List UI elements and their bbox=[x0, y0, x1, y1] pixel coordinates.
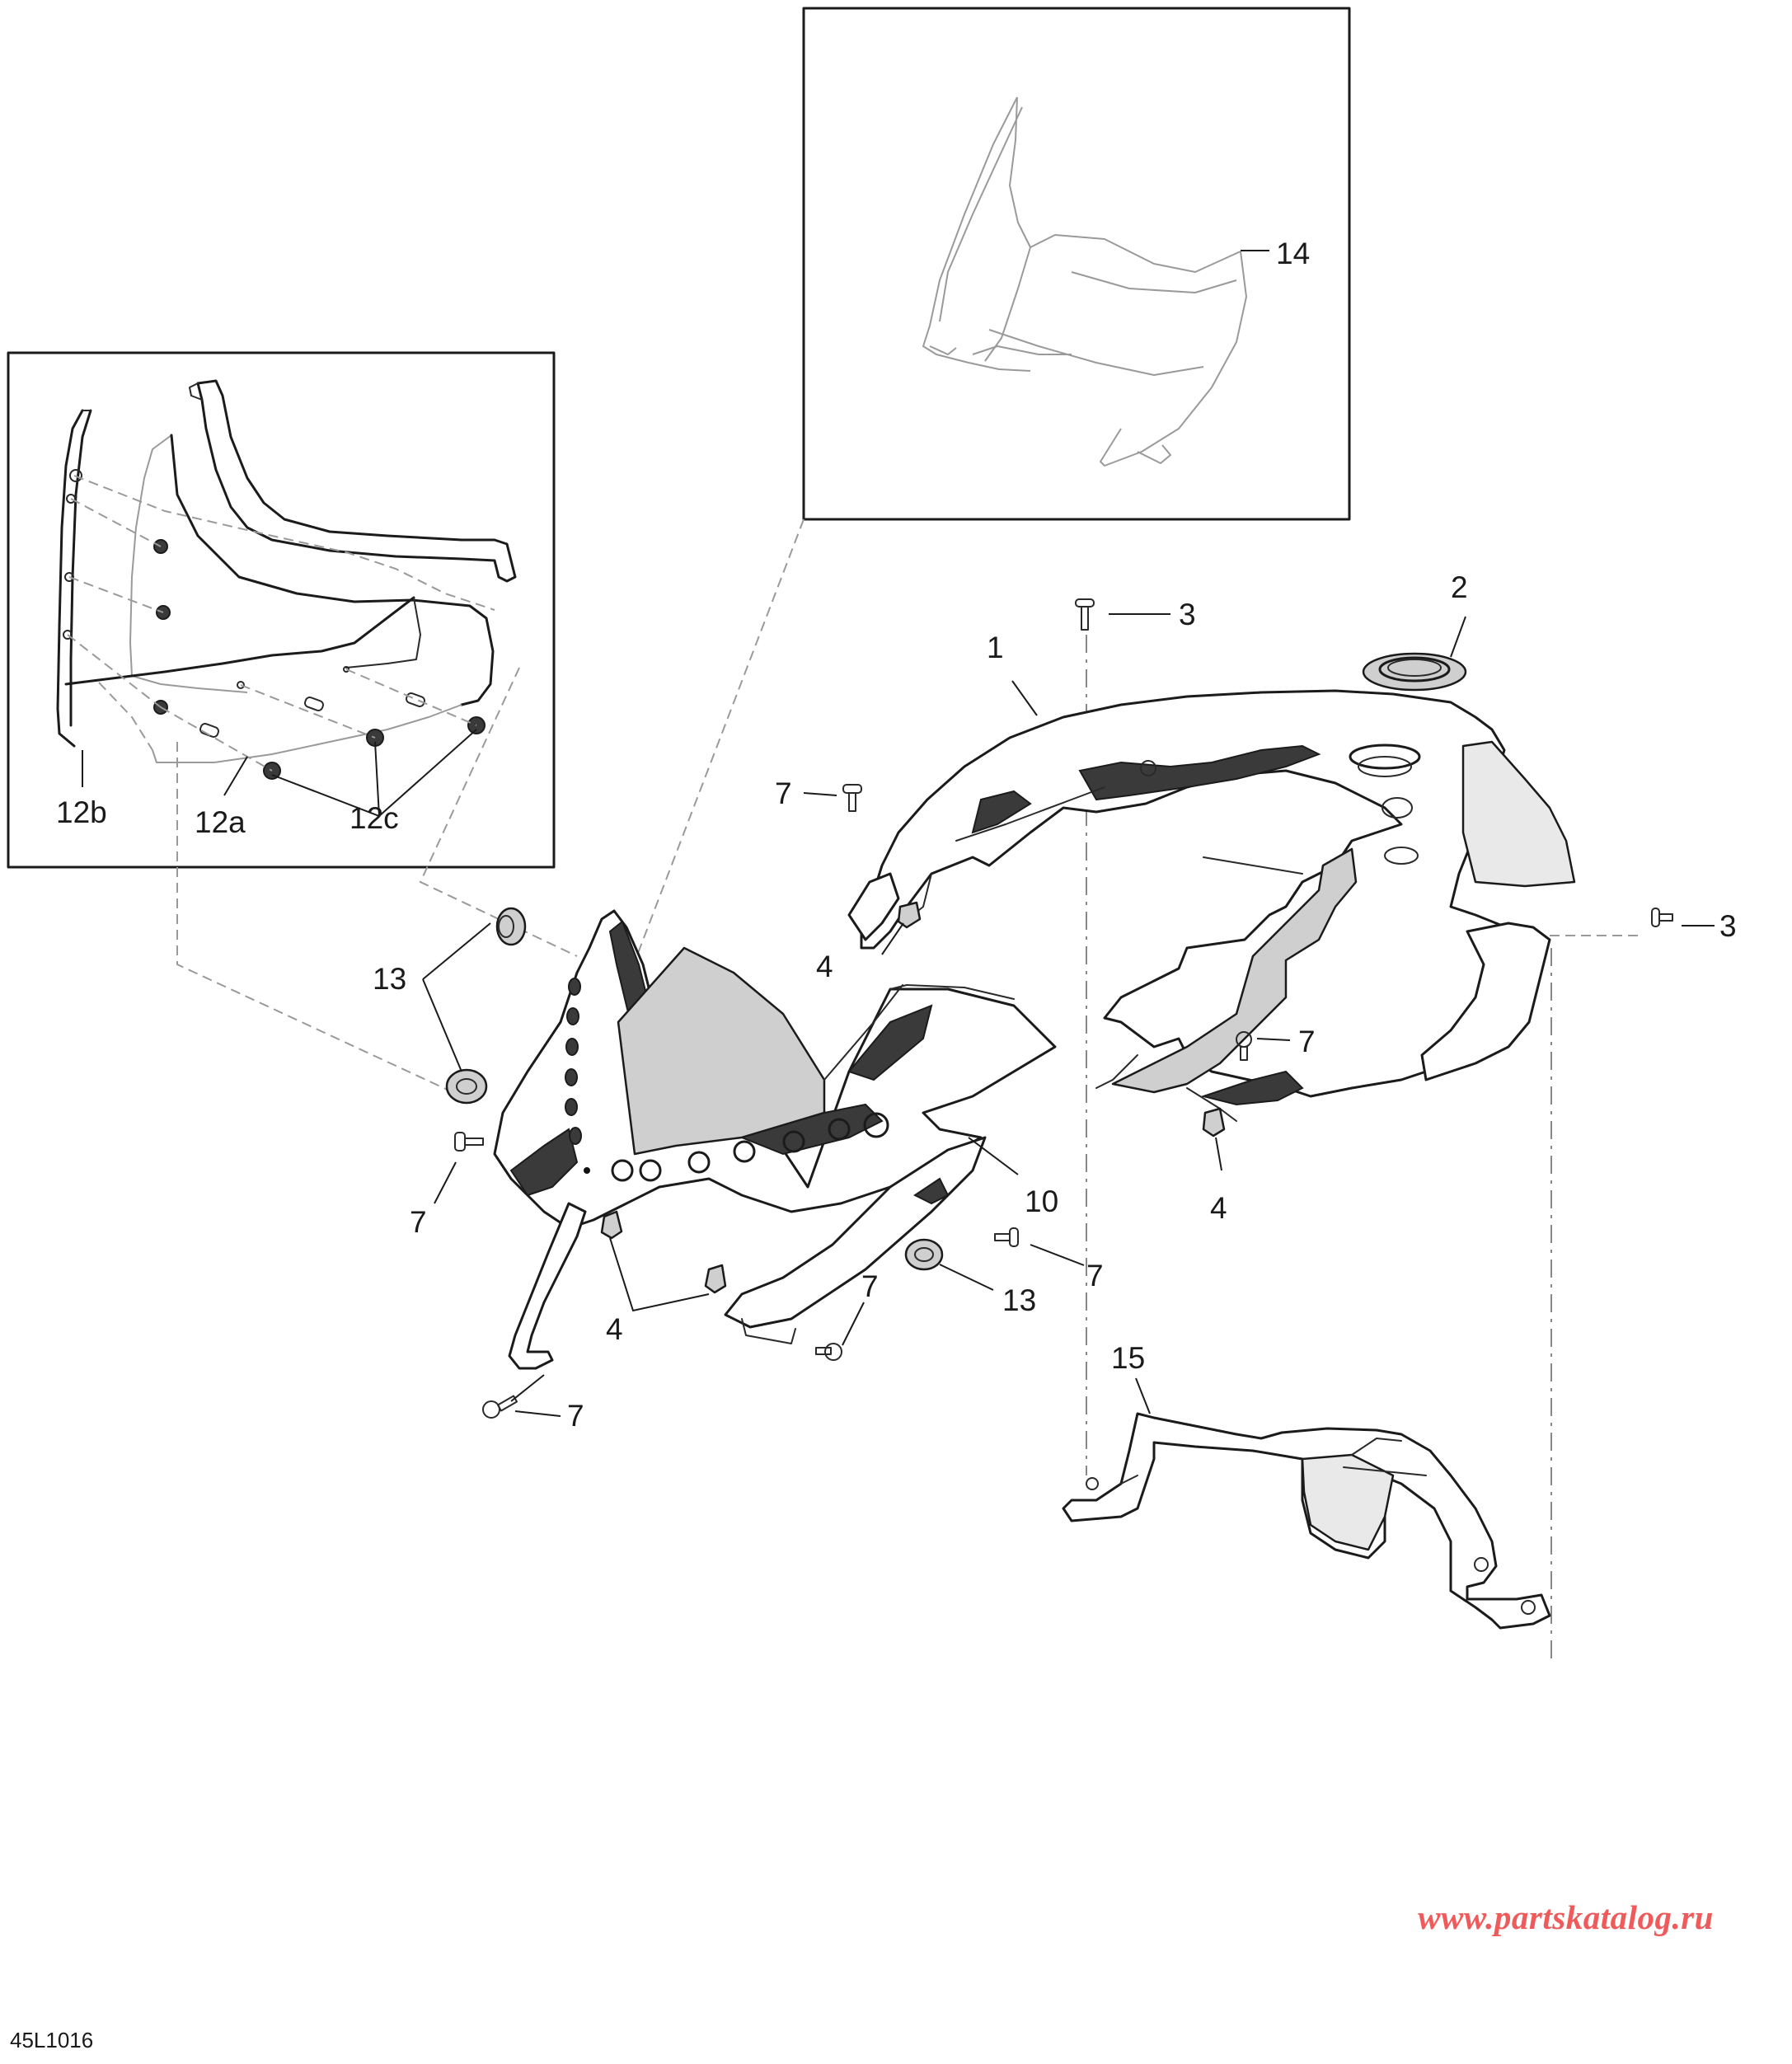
callout-7-d: 7 bbox=[1086, 1259, 1104, 1292]
screw-part-7-a bbox=[842, 784, 862, 812]
callout-1: 1 bbox=[987, 631, 1004, 664]
callout-12a: 12a bbox=[195, 805, 246, 839]
leader-2 bbox=[1450, 616, 1466, 658]
leader-12c-b bbox=[378, 729, 477, 817]
clip-part-4-right bbox=[1202, 1107, 1226, 1138]
side-panel-inset-frame bbox=[7, 351, 556, 869]
leader-13a-mid bbox=[422, 978, 462, 1072]
callout-12c: 12c bbox=[349, 801, 399, 835]
callout-12b: 12b bbox=[56, 795, 107, 829]
callout-3-right: 3 bbox=[1719, 909, 1737, 943]
callout-13-right: 13 bbox=[1002, 1283, 1036, 1317]
leader-12a bbox=[223, 756, 248, 796]
grommet-part-13-top bbox=[495, 907, 527, 946]
callout-15: 15 bbox=[1111, 1341, 1145, 1375]
grommet-part-13-mid bbox=[445, 1068, 488, 1105]
callout-13-left: 13 bbox=[373, 962, 406, 996]
windshield-part bbox=[922, 96, 1247, 467]
leader-7d bbox=[1030, 1244, 1085, 1266]
leader-4b bbox=[1215, 1137, 1222, 1171]
callout-4-right: 4 bbox=[1210, 1191, 1227, 1225]
grommets-12c bbox=[153, 539, 486, 780]
screw-part-7-f bbox=[482, 1395, 518, 1419]
grommet-part-13-right bbox=[904, 1238, 944, 1271]
leader-7f-upper bbox=[510, 1374, 545, 1402]
screw-part-3-right: 3 bbox=[1651, 908, 1737, 943]
nose-vent-holes bbox=[565, 978, 889, 1182]
leader-1 bbox=[1011, 680, 1038, 716]
callout-3-top: 3 bbox=[1179, 598, 1196, 631]
callout-7-e: 7 bbox=[861, 1269, 879, 1303]
leader-7f bbox=[514, 1410, 561, 1417]
callout-7-c: 7 bbox=[410, 1205, 427, 1239]
screw-part-3-top: 3 bbox=[1075, 598, 1196, 631]
leader-13a-top bbox=[422, 922, 491, 980]
leader-7b bbox=[1256, 1038, 1291, 1041]
callout-7-b: 7 bbox=[1298, 1025, 1316, 1058]
screw-part-7-d bbox=[994, 1227, 1019, 1247]
clip-part-4-lower-a bbox=[600, 1210, 623, 1240]
clip-part-4-top bbox=[897, 901, 922, 929]
bracket-part-15: 15 bbox=[1062, 1341, 1551, 1630]
callout-7-a: 7 bbox=[775, 776, 792, 810]
windshield-inset-frame bbox=[802, 7, 1351, 521]
watermark: www.partskatalog.ru bbox=[1418, 1898, 1714, 1936]
callout-4-top: 4 bbox=[816, 950, 833, 983]
screw-part-7-b bbox=[1236, 1031, 1252, 1061]
leader-7a bbox=[803, 792, 837, 796]
clip-part-4-lower-b bbox=[704, 1264, 727, 1294]
callout-2: 2 bbox=[1451, 570, 1468, 604]
leader-7c bbox=[434, 1161, 457, 1204]
callout-4-lower: 4 bbox=[606, 1312, 623, 1346]
figure-id: 45L1016 bbox=[10, 2028, 94, 2052]
leader-7e bbox=[842, 1302, 865, 1346]
fuel-cap-ring-part-2: 2 bbox=[1362, 570, 1468, 692]
leader-13b bbox=[939, 1264, 994, 1291]
side-panel-inset: 12b 12a 12c bbox=[7, 351, 556, 869]
leader-15 bbox=[1135, 1377, 1151, 1414]
windshield-inset: 14 bbox=[802, 7, 1351, 521]
screw-part-7-c bbox=[454, 1132, 484, 1152]
leader-4c bbox=[609, 1237, 710, 1312]
callout-14: 14 bbox=[1276, 237, 1310, 270]
clips-12c bbox=[199, 666, 425, 738]
callout-10: 10 bbox=[1025, 1184, 1058, 1218]
leader-4a bbox=[881, 922, 904, 955]
body-panel-part-1: 1 bbox=[847, 631, 1576, 1122]
screw-part-7-e bbox=[815, 1343, 842, 1361]
callout-7-f: 7 bbox=[567, 1399, 584, 1433]
leader-10 bbox=[968, 1137, 1019, 1175]
nose-panel-part-10: 10 bbox=[493, 909, 1058, 1370]
